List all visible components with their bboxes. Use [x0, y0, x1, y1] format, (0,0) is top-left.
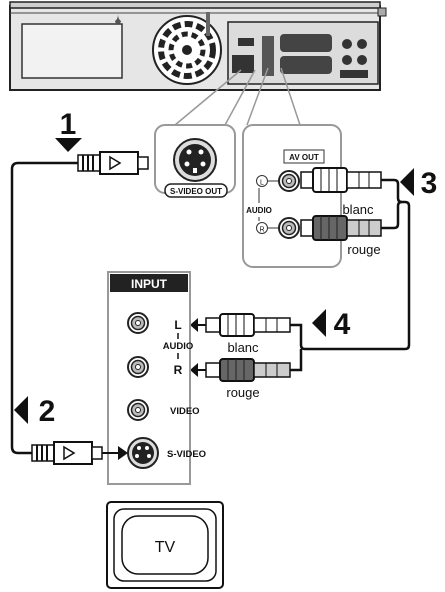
- white-plug-tv: [190, 313, 291, 337]
- svg-text:R: R: [259, 227, 264, 234]
- av-out-callout: AV OUT AUDIO L R: [242, 124, 342, 268]
- arrow-left-icon: [14, 396, 28, 424]
- tv-svideo-jack: [127, 437, 159, 469]
- recorder-audio-right-jack: [278, 217, 300, 239]
- cable-white-label-recorder: blanc: [342, 202, 374, 217]
- svideo-out-callout: S-VIDEO OUT: [154, 124, 236, 198]
- step-2-number: 2: [39, 395, 56, 428]
- svideo-out-label: S-VIDEO OUT: [170, 187, 222, 196]
- recorder-rear-panel: [227, 21, 379, 85]
- red-plug-tv: [190, 358, 291, 382]
- svideo-plug-bottom: [31, 441, 103, 465]
- callout-lines: [174, 67, 301, 126]
- recorder-audio-right-mark: R: [256, 222, 268, 234]
- tv-audio-label: AUDIO: [163, 341, 194, 352]
- tv-video-jack: [127, 399, 149, 421]
- cable-red-label-tv: rouge: [226, 385, 259, 400]
- tv-svideo-label: S-VIDEO: [167, 449, 206, 460]
- tv-video-label: VIDEO: [170, 406, 200, 417]
- recorder-audio-label: AUDIO: [246, 206, 272, 215]
- tv-input-title: INPUT: [131, 277, 168, 291]
- cable-red-label-recorder: rouge: [347, 242, 380, 257]
- fan-icon: [152, 15, 222, 85]
- recorder-unit: [9, 1, 387, 91]
- audio-cable-loop: [290, 178, 411, 372]
- step-3-number: 3: [421, 167, 438, 200]
- red-plug-recorder: [300, 215, 382, 241]
- recorder-audio-left-mark: L: [256, 175, 268, 187]
- tv-label: TV: [155, 539, 176, 556]
- tv-audio-right-label: R: [174, 363, 183, 377]
- recorder-audio-left-jack: [278, 170, 300, 192]
- svg-text:L: L: [260, 180, 264, 187]
- tv-set: TV: [106, 501, 224, 589]
- step-2: 2: [14, 395, 55, 428]
- arrow-left-icon: [400, 168, 414, 196]
- cable-white-label-tv: blanc: [227, 340, 259, 355]
- step-4: 4: [312, 308, 351, 341]
- step-1-number: 1: [60, 108, 77, 141]
- svideo-plug-tip-arrow: [102, 446, 128, 460]
- white-plug-recorder: [300, 167, 382, 193]
- arrow-left-icon: [312, 309, 326, 337]
- svideo-plug-top: [77, 151, 149, 175]
- tv-audio-left-label: L: [174, 318, 181, 332]
- av-out-label: AV OUT: [289, 153, 319, 162]
- tv-audio-left-jack: [127, 312, 149, 334]
- step-1: 1: [55, 108, 82, 152]
- step-3: 3: [400, 167, 437, 200]
- tv-audio-right-jack: [127, 356, 149, 378]
- svideo-cable: [10, 161, 78, 455]
- svideo-out-jack: [173, 138, 217, 182]
- step-4-number: 4: [334, 308, 351, 341]
- arrow-down-icon: [55, 138, 82, 152]
